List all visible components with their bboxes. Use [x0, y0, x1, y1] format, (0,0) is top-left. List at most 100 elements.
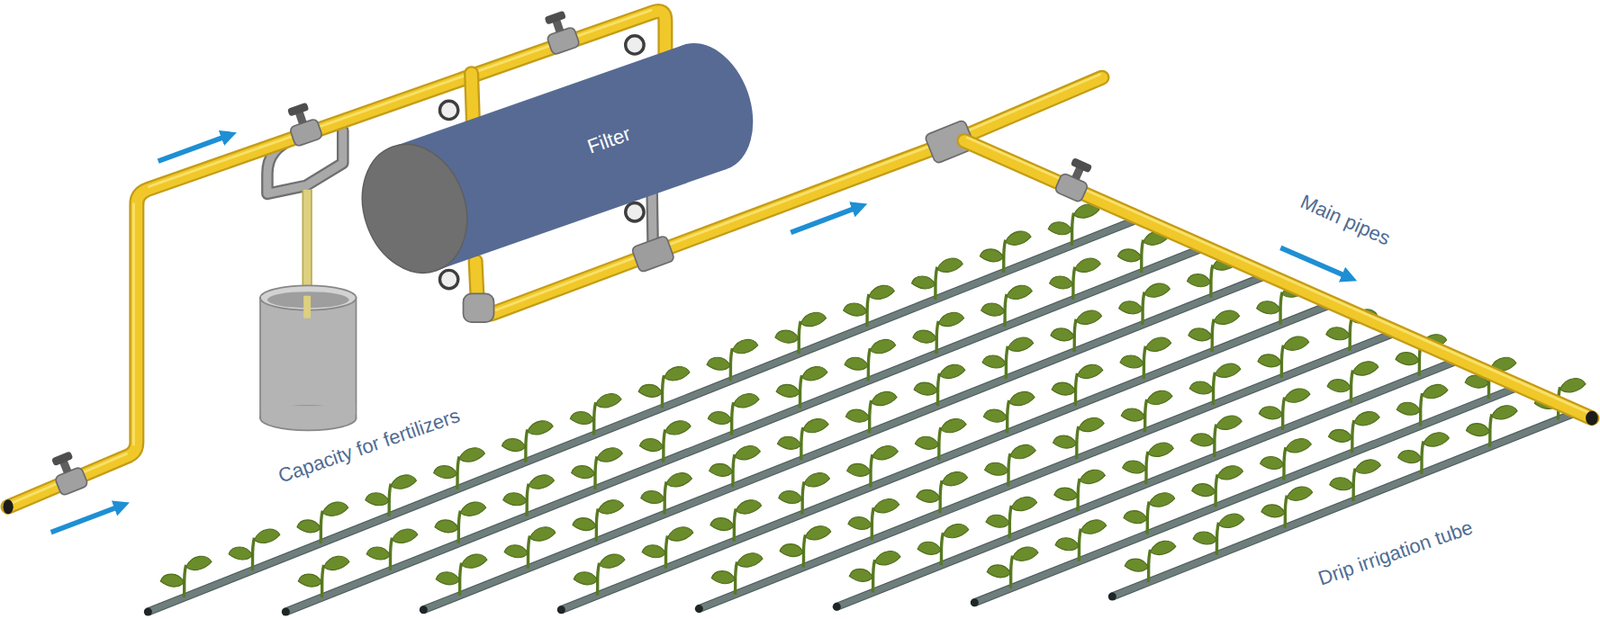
plant: [297, 502, 349, 544]
plant-leaf: [1326, 327, 1350, 341]
plant-leaf: [1286, 487, 1312, 501]
plant-leaf: [875, 551, 901, 566]
drip-tube-outline: [147, 218, 1140, 613]
plant-leaf: [912, 276, 936, 290]
plant-stem: [389, 538, 392, 571]
drip-tube: [423, 275, 1268, 611]
plant: [365, 475, 417, 517]
plant-stem: [1215, 474, 1218, 507]
plant-leaf: [529, 527, 555, 542]
plant-stem: [730, 348, 733, 381]
plant-leaf: [1260, 456, 1284, 470]
plant-leaf: [986, 565, 1011, 579]
plant-leaf: [1284, 388, 1311, 403]
plant: [709, 446, 761, 489]
tube-end: [1108, 592, 1117, 601]
plant-leaf: [1148, 493, 1175, 507]
plant-leaf: [1355, 460, 1381, 474]
plant-leaf: [324, 556, 350, 570]
plant-stem: [733, 508, 736, 542]
plant-leaf: [1050, 328, 1075, 342]
plant-leaf: [1147, 390, 1173, 405]
plant-stem: [593, 402, 596, 435]
plant-leaf: [1078, 417, 1104, 432]
plant-leaf: [434, 520, 459, 534]
plant-leaf: [1422, 384, 1448, 398]
plant-leaf: [804, 526, 831, 541]
pressure-gauge: [439, 100, 458, 119]
part-label: Capacity for fertilizers: [275, 404, 464, 489]
suction-tube: [303, 189, 311, 319]
plant-leaf: [1122, 461, 1147, 474]
plant-leaf: [1117, 249, 1141, 263]
plant: [779, 526, 832, 569]
plant-leaf: [1214, 363, 1240, 378]
plant-leaf: [734, 446, 760, 461]
plant: [569, 394, 622, 436]
plant: [1328, 412, 1380, 454]
plant-leaf: [1190, 433, 1214, 447]
plant: [641, 527, 694, 570]
plant-leaf: [710, 518, 734, 532]
plant: [1124, 541, 1176, 583]
plant-stem: [1076, 426, 1079, 460]
pressure-gauge: [439, 270, 458, 289]
plant-leaf: [869, 339, 895, 353]
plant-leaf: [433, 466, 458, 480]
fertilizer-tank-bottom: [260, 406, 357, 431]
plant: [1054, 470, 1106, 512]
plant: [1257, 336, 1310, 379]
node-content: Filter: [343, 27, 774, 290]
plant: [573, 554, 625, 597]
pressure-gauge: [625, 203, 644, 222]
tube-end: [970, 598, 979, 607]
flow-arrow: [51, 505, 124, 534]
filter-outline: [343, 27, 774, 290]
plant-leaf: [1285, 439, 1311, 453]
plant-leaf: [1052, 435, 1076, 449]
plant-stem: [1490, 414, 1492, 447]
plant-leaf: [775, 330, 799, 344]
plant: [982, 337, 1034, 380]
plant: [848, 499, 900, 542]
drip-tube-outline: [423, 275, 1268, 611]
plant-leaf: [1213, 310, 1239, 325]
plant-leaf: [1327, 379, 1351, 393]
plant-leaf: [1189, 381, 1213, 395]
drip-tube: [974, 386, 1520, 603]
plant-stem: [870, 454, 873, 488]
plant-leaf: [1398, 451, 1422, 464]
tee-fitting: [631, 235, 675, 273]
plant-leaf: [1192, 484, 1216, 498]
plant-stem: [868, 400, 871, 434]
plant-leaf: [707, 411, 732, 425]
plant-leaf: [735, 500, 761, 515]
plant-leaf: [459, 448, 485, 462]
plant-leaf: [937, 258, 963, 272]
plant-leaf: [390, 475, 416, 489]
drip-tube-outline: [974, 386, 1520, 603]
plant: [913, 364, 966, 407]
plant-leaf: [504, 545, 528, 559]
plant-stem: [1003, 240, 1005, 273]
plant-stem: [1282, 397, 1284, 431]
plant-stem: [1077, 479, 1080, 512]
plant: [912, 258, 964, 300]
plant-leaf: [940, 364, 966, 379]
tube-end: [832, 603, 841, 612]
plant-leaf: [1079, 470, 1105, 484]
plant-stem: [320, 511, 323, 544]
plant-stem: [183, 565, 186, 598]
plant: [776, 367, 828, 409]
plant-leaf: [733, 394, 760, 408]
node-label: Filter: [584, 122, 634, 160]
plant-leaf: [845, 409, 869, 423]
plant: [710, 500, 762, 543]
fertilizer-tank-fill: [261, 406, 355, 419]
plant-leaf: [1007, 337, 1033, 352]
plant-stem: [731, 402, 733, 435]
plant-leaf: [1257, 354, 1282, 368]
plant-stem: [1280, 292, 1283, 326]
plant-leaf: [460, 502, 486, 516]
valve-handle: [544, 10, 567, 26]
